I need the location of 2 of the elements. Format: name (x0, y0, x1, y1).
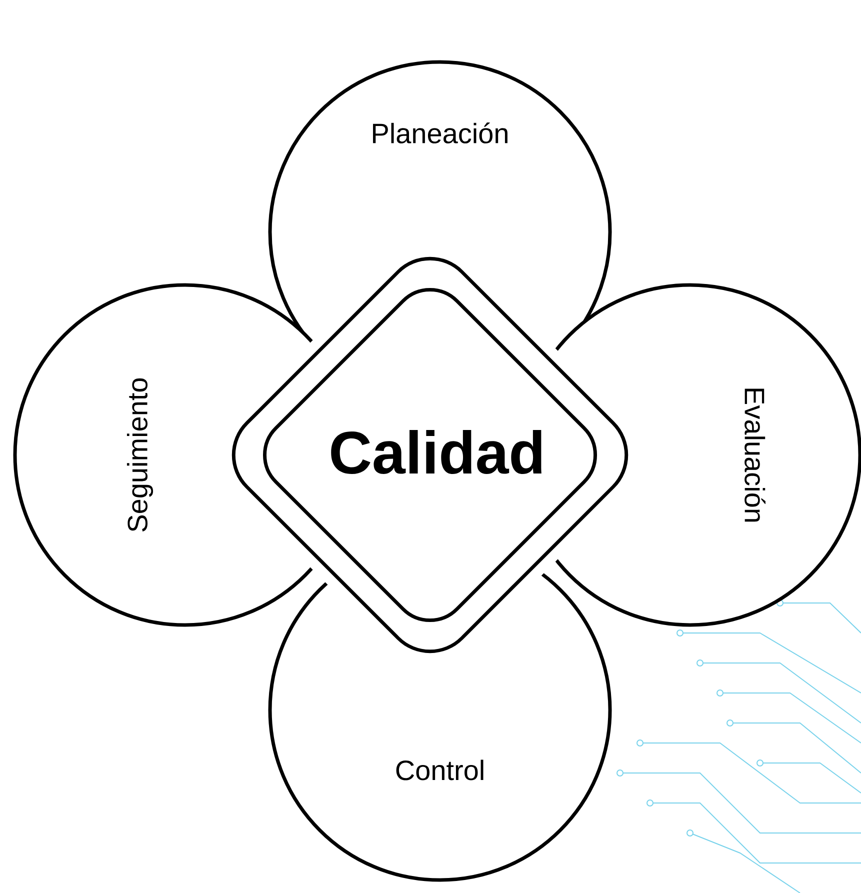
diamond-box: Calidad (218, 244, 642, 666)
node-label: Evaluación (744, 388, 766, 522)
